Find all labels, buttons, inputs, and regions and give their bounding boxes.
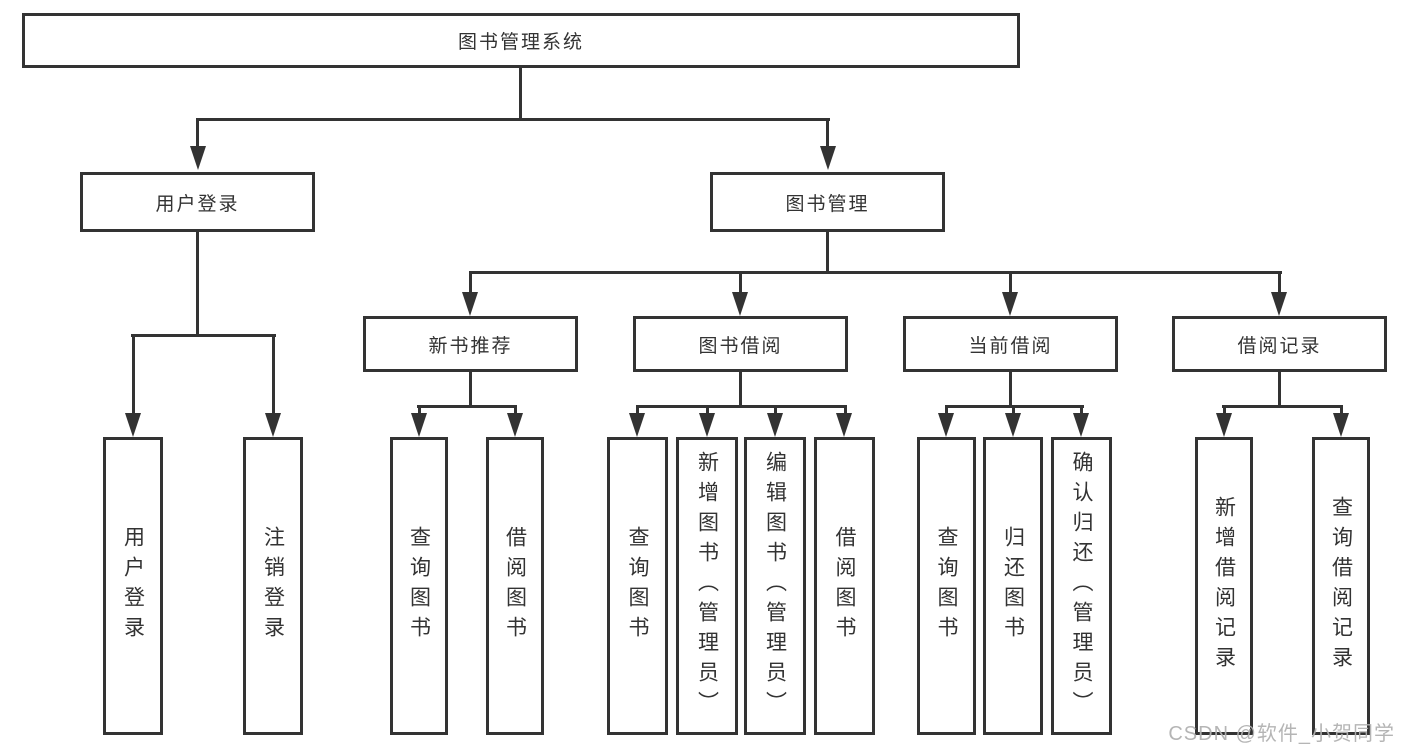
connector-line <box>1012 405 1015 417</box>
node-label: 查询图书 <box>935 526 959 646</box>
arrow-down-icon <box>462 292 478 316</box>
connector-line <box>1009 271 1012 295</box>
connector-line <box>514 405 517 417</box>
connector-line <box>636 405 847 408</box>
arrow-down-icon <box>699 413 715 437</box>
node-leaf-borrow-books-recommend: 借阅图书 <box>486 437 544 735</box>
node-label: 查询借阅记录 <box>1329 496 1354 676</box>
node-label: 图书借阅 <box>698 335 783 357</box>
node-leaf-add-borrow-record: 新增借阅记录 <box>1195 437 1253 735</box>
watermark-text: CSDN @软件_小贺同学 <box>1168 723 1395 745</box>
arrow-down-icon <box>411 413 427 437</box>
node-leaf-query-books-recommend: 查询图书 <box>390 437 448 735</box>
node-label: 借阅记录 <box>1237 335 1322 357</box>
node-label: 新增借阅记录 <box>1212 496 1237 676</box>
connector-line <box>1080 405 1083 417</box>
node-label: 用户登录 <box>121 526 146 646</box>
connector-line <box>1009 372 1012 407</box>
node-leaf-query-books-current: 查询图书 <box>917 437 976 735</box>
connector-line <box>1222 405 1343 408</box>
arrow-down-icon <box>938 413 954 437</box>
node-label: 编辑图书（管理员） <box>763 451 788 721</box>
connector-line <box>469 271 472 295</box>
node-label: 注销登录 <box>261 526 286 646</box>
connector-line <box>196 118 830 121</box>
connector-line <box>469 271 1282 274</box>
connector-line <box>1278 271 1281 295</box>
connector-line <box>774 405 777 417</box>
node-user-login: 用户登录 <box>80 172 315 232</box>
node-leaf-query-borrow-record: 查询借阅记录 <box>1312 437 1370 735</box>
node-label: 借阅图书 <box>503 526 528 646</box>
connector-line <box>844 405 847 417</box>
connector-line <box>739 271 742 295</box>
node-library-management-system: 图书管理系统 <box>22 13 1020 68</box>
connector-line <box>1278 372 1281 407</box>
connector-line <box>636 405 639 417</box>
connector-line <box>417 405 517 408</box>
node-label: 查询图书 <box>626 526 650 646</box>
node-label: 当前借阅 <box>968 335 1053 357</box>
arrow-down-icon <box>1216 413 1232 437</box>
arrow-down-icon <box>1271 292 1287 316</box>
arrow-down-icon <box>1073 413 1089 437</box>
node-label: 新书推荐 <box>428 335 513 357</box>
node-label: 新增图书（管理员） <box>695 451 720 721</box>
node-label: 借阅图书 <box>833 526 857 646</box>
node-leaf-confirm-return-admin: 确认归还（管理员） <box>1051 437 1112 735</box>
node-book-borrowing: 图书借阅 <box>633 316 848 372</box>
connector-line <box>469 372 472 407</box>
connector-line <box>196 232 199 336</box>
arrow-down-icon <box>190 146 206 170</box>
arrow-down-icon <box>629 413 645 437</box>
connector-line <box>826 232 829 274</box>
arrow-down-icon <box>820 146 836 170</box>
connector-line <box>826 118 829 152</box>
node-leaf-logout: 注销登录 <box>243 437 303 735</box>
node-new-book-recommendation: 新书推荐 <box>363 316 578 372</box>
arrow-down-icon <box>836 413 852 437</box>
arrow-down-icon <box>1333 413 1349 437</box>
arrow-down-icon <box>767 413 783 437</box>
node-leaf-add-book-admin: 新增图书（管理员） <box>676 437 738 735</box>
arrow-down-icon <box>1005 413 1021 437</box>
node-leaf-borrow-books: 借阅图书 <box>814 437 875 735</box>
connector-line <box>418 405 421 417</box>
connector-line <box>132 334 135 415</box>
node-leaf-query-books-borrow: 查询图书 <box>607 437 668 735</box>
connector-line <box>739 372 742 407</box>
node-label: 图书管理系统 <box>457 32 584 53</box>
connector-line <box>1340 405 1343 417</box>
node-label: 归还图书 <box>1001 526 1026 646</box>
arrow-down-icon <box>125 413 141 437</box>
node-label: 查询图书 <box>407 526 432 646</box>
arrow-down-icon <box>265 413 281 437</box>
node-leaf-user-login: 用户登录 <box>103 437 163 735</box>
node-borrowing-records: 借阅记录 <box>1172 316 1387 372</box>
connector-line <box>519 68 522 120</box>
node-leaf-edit-book-admin: 编辑图书（管理员） <box>744 437 806 735</box>
connector-line <box>272 334 275 415</box>
connector-line <box>131 334 276 337</box>
node-current-borrowing: 当前借阅 <box>903 316 1118 372</box>
node-label: 图书管理 <box>785 193 870 215</box>
node-book-management: 图书管理 <box>710 172 945 232</box>
node-label: 用户登录 <box>155 193 240 215</box>
connector-line <box>1223 405 1226 417</box>
node-label: 确认归还（管理员） <box>1070 451 1094 721</box>
arrow-down-icon <box>732 292 748 316</box>
arrow-down-icon <box>1002 292 1018 316</box>
connector-line <box>945 405 948 417</box>
connector-line <box>196 118 199 152</box>
arrow-down-icon <box>507 413 523 437</box>
connector-line <box>706 405 709 417</box>
node-leaf-return-book: 归还图书 <box>983 437 1043 735</box>
